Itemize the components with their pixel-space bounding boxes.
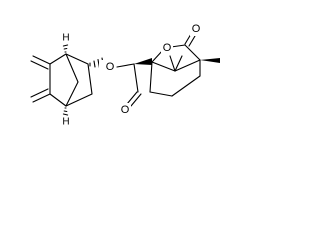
methyl-bond <box>174 55 183 72</box>
ester-oxygen-label: O <box>106 61 115 73</box>
lactone-fragment <box>134 33 220 97</box>
label-background <box>190 22 202 36</box>
lactone-carbonyl-oxygen-label: O <box>192 23 201 35</box>
hashed-wedge-bond <box>62 107 69 116</box>
methylidene-bond <box>30 60 49 70</box>
ester-carbonyl-oxygen-label: O <box>121 104 130 116</box>
lower-bridgehead-hydrogen-label: H <box>62 117 69 128</box>
chemical-structure-diagram: O O O O H H <box>30 22 220 128</box>
ring-bond <box>184 44 201 61</box>
methylidene-bond <box>30 88 49 98</box>
carbonyl-double-bond <box>130 93 142 107</box>
methyl-bond <box>169 55 176 72</box>
upper-bridgehead-hydrogen-label: H <box>62 33 69 44</box>
methylidene-bond <box>32 55 51 65</box>
ester-bond <box>116 63 135 68</box>
lactone-carbonyl-bond <box>188 35 196 47</box>
bridge-bond <box>151 61 176 72</box>
label-background <box>119 103 131 117</box>
ring-bond <box>49 53 67 65</box>
bridge-bond <box>174 59 201 72</box>
bridge-bond <box>65 53 79 83</box>
norbornane-fragment <box>30 44 105 116</box>
ring-bond <box>170 44 186 48</box>
ring-bond <box>65 93 93 107</box>
ester-linkage <box>116 63 142 107</box>
ring-bond <box>65 53 89 65</box>
lactone-ring-oxygen-label: O <box>163 42 172 54</box>
bridge-bond <box>65 81 79 107</box>
solid-wedge-bond <box>134 58 152 65</box>
ring-bond <box>149 61 153 93</box>
hashed-wedge-bond <box>62 44 69 53</box>
carbonyl-double-bond <box>126 91 138 105</box>
methylidene-bond <box>32 93 51 103</box>
label-background <box>99 60 111 74</box>
carbonyl-carbon-bond <box>133 63 139 93</box>
ring-bond <box>49 93 67 107</box>
label-background <box>161 41 173 55</box>
ring-bond <box>87 63 93 95</box>
ring-bond <box>149 91 173 97</box>
ring-bond <box>171 75 201 97</box>
solid-wedge-bond <box>200 58 220 63</box>
